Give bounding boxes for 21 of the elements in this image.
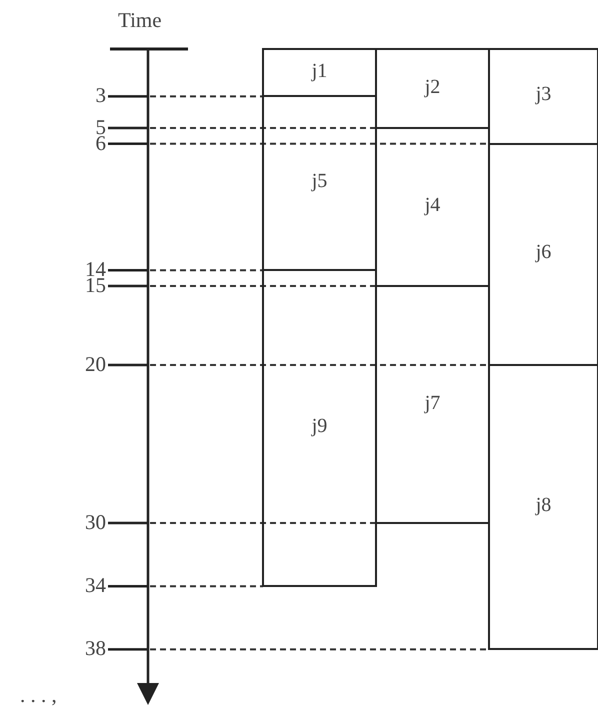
job-label: j9 [312, 416, 328, 440]
tick-label: 3 [96, 85, 106, 106]
tick-label: 15 [85, 275, 106, 296]
job-label: j1 [312, 60, 328, 84]
job-box [262, 48, 377, 98]
job-label: j5 [312, 171, 328, 194]
tick-label: 38 [85, 638, 106, 660]
job-box [488, 364, 598, 650]
job-box [488, 48, 598, 145]
job-label: j2 [424, 76, 440, 100]
job-box [262, 269, 377, 588]
job-label: j7 [424, 392, 440, 416]
axis-title: Time [118, 10, 162, 31]
ellipsis-note: . . . , [20, 685, 57, 706]
tick-label: 34 [85, 575, 106, 596]
tick-label: 20 [85, 354, 106, 375]
job-label: j8 [536, 495, 552, 518]
job-label: j6 [536, 242, 552, 266]
tick-label: 30 [85, 512, 106, 533]
job-label: j3 [536, 84, 552, 108]
job-label: j4 [424, 195, 440, 218]
